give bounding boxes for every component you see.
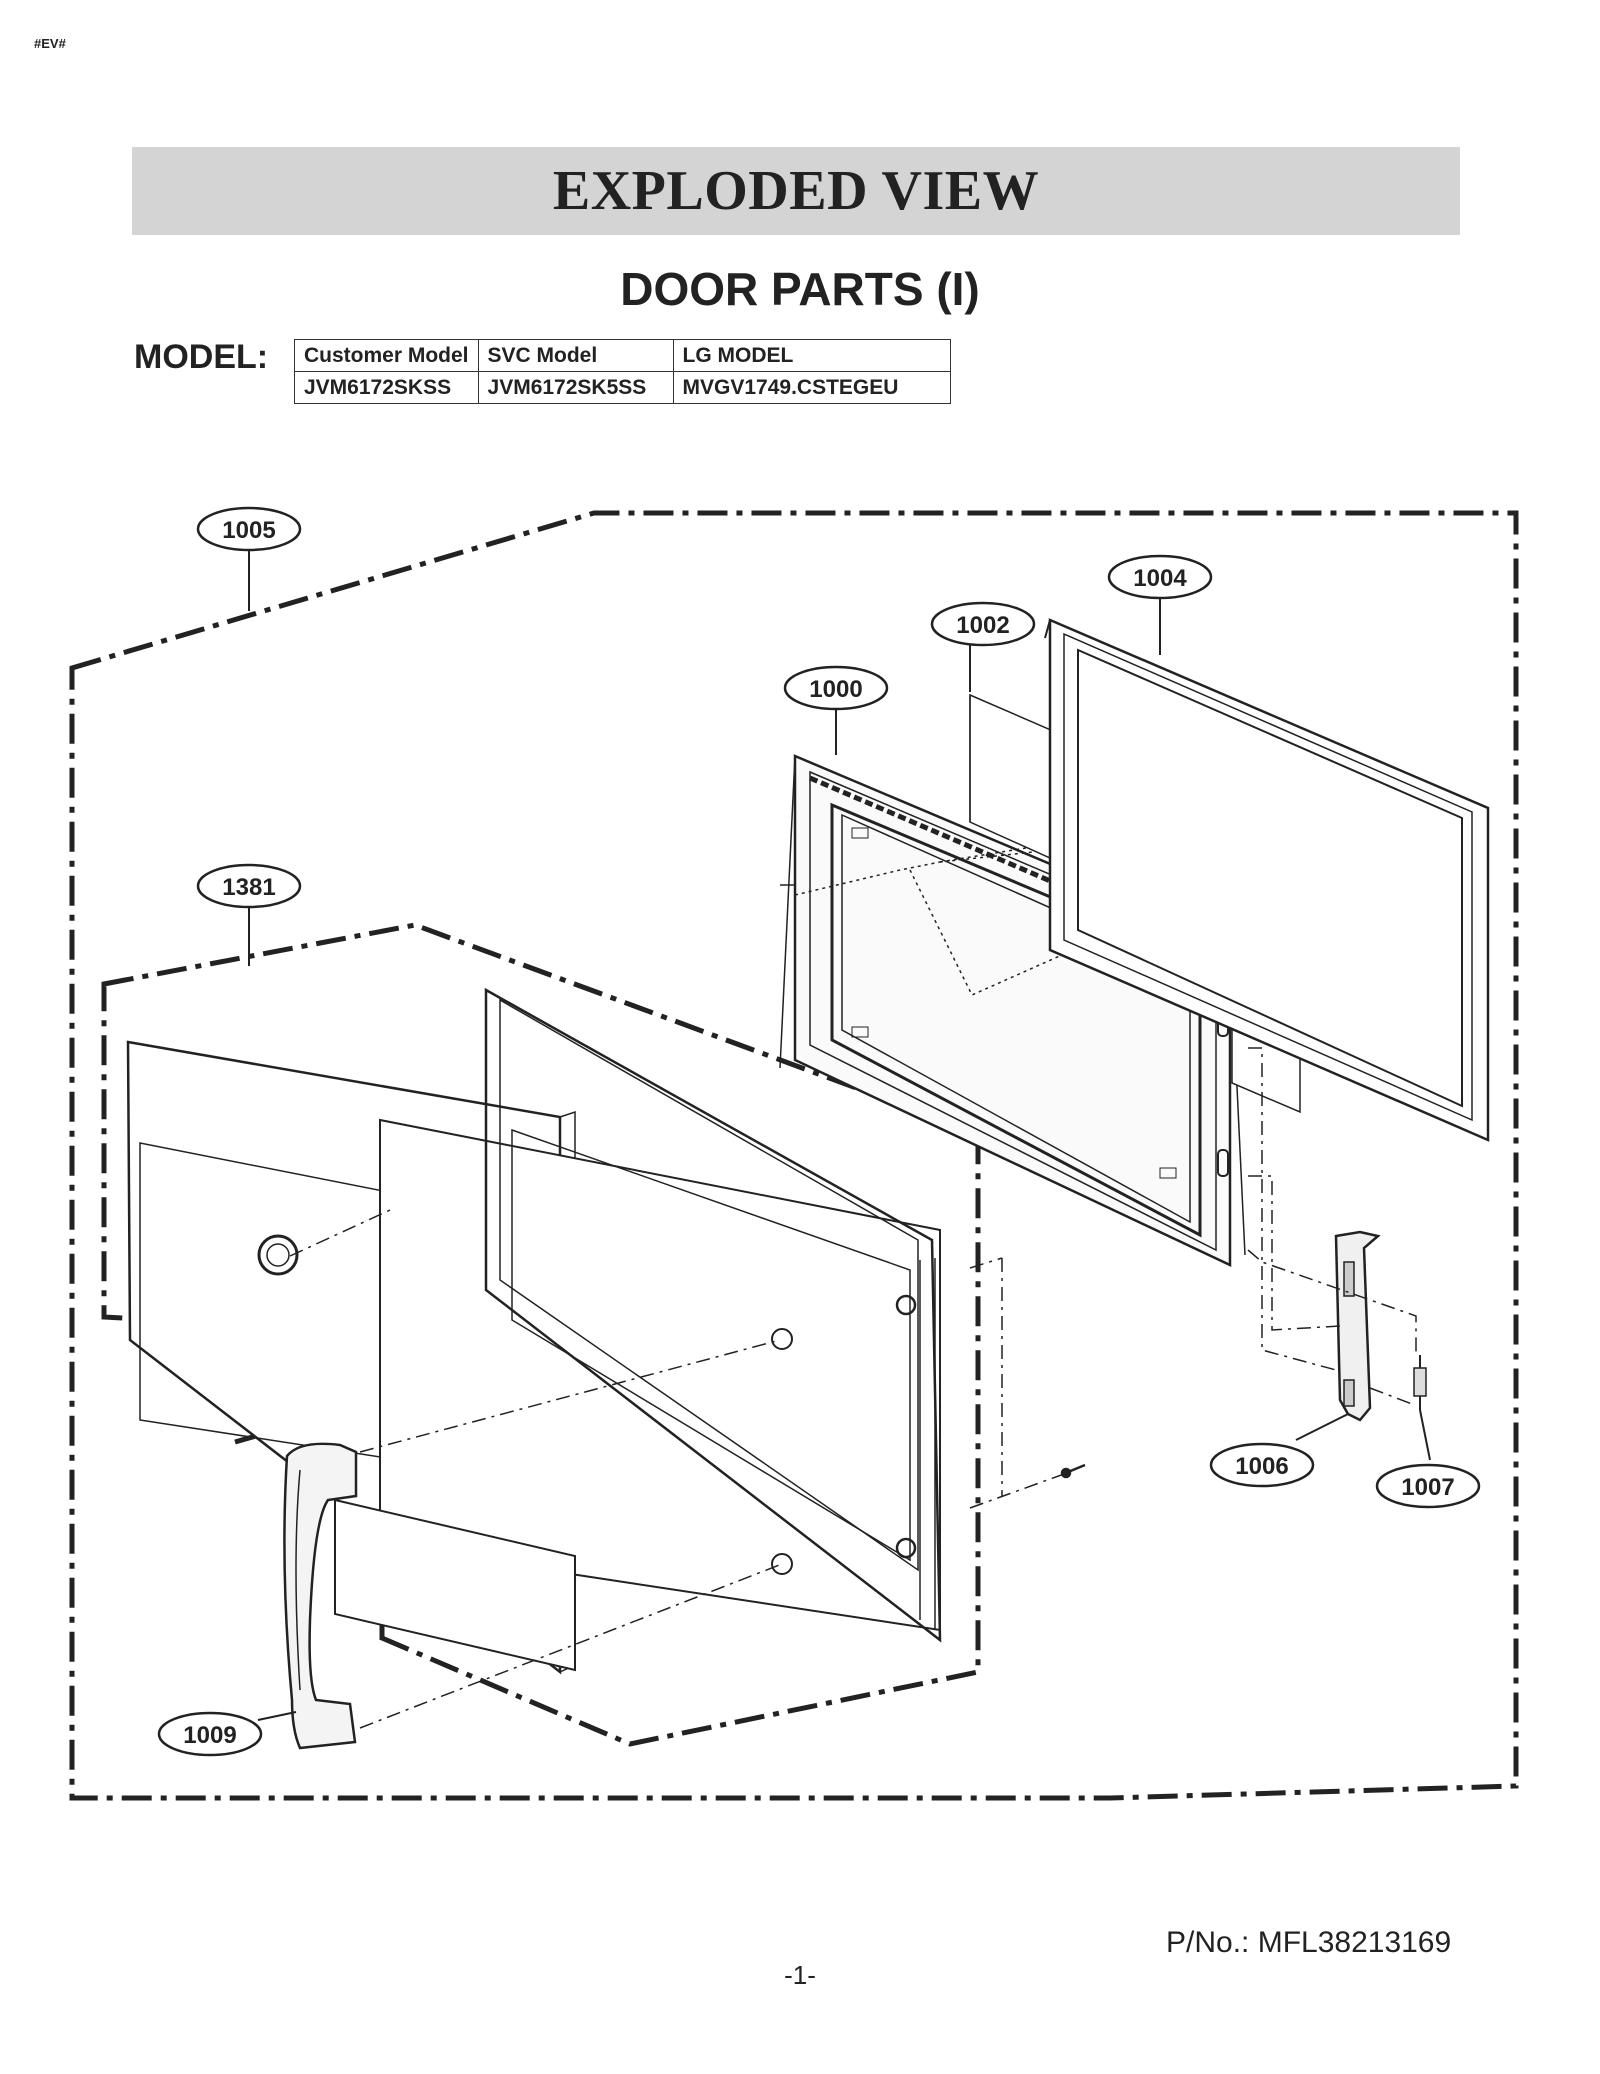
- value-svc-model: JVM6172SK5SS: [477, 371, 674, 404]
- part-1007-spring: [1413, 1355, 1427, 1410]
- model-table-header-row: Customer Model SVC Model LG MODEL: [294, 339, 951, 372]
- callout-1005: 1005: [222, 517, 275, 544]
- callout-1002: 1002: [956, 612, 1009, 639]
- part-1004-choke-frame: [1044, 618, 1490, 1142]
- callout-1004: 1004: [1133, 565, 1187, 592]
- part-1381-door-front: [126, 987, 942, 1675]
- callout-1005-ellipse: [196, 506, 302, 552]
- callout-1007-ellipse: [1375, 1463, 1481, 1509]
- callout-1009: 1009: [183, 1722, 236, 1749]
- callout-1004-ellipse: [1107, 554, 1213, 600]
- callout-1381-ellipse: [196, 863, 302, 909]
- leader-lines: [248, 546, 1431, 1721]
- page-number: -1-: [784, 1960, 816, 1990]
- callout-1002-ellipse: [930, 601, 1036, 647]
- model-label: MODEL:: [134, 338, 269, 376]
- page-title: EXPLODED VIEW: [552, 160, 1040, 222]
- corner-tag: #EV#: [34, 36, 66, 51]
- part-1009-handle: [283, 1442, 358, 1750]
- connector-lines: [289, 884, 1417, 1729]
- value-customer-model: JVM6172SKSS: [294, 371, 479, 404]
- callout-1000-ellipse: [783, 665, 889, 711]
- door-lower-trim: [334, 1498, 576, 1672]
- value-lg-model: MVGV1749.CSTEGEU: [672, 371, 951, 404]
- frame-dotted-guides: [794, 829, 1159, 996]
- model-table-value-row: JVM6172SKSS JVM6172SK5SS MVGV1749.CSTEGE…: [294, 371, 951, 404]
- callout-1381: 1381: [222, 874, 275, 901]
- header-customer-model: Customer Model: [294, 339, 479, 372]
- callout-1006: 1006: [1235, 1453, 1288, 1480]
- callout-1006-ellipse: [1209, 1442, 1315, 1488]
- title-banner: EXPLODED VIEW: [132, 147, 1460, 235]
- callout-1007: 1007: [1401, 1474, 1454, 1501]
- callout-1009-ellipse: [157, 1711, 263, 1757]
- part-number: P/No.: MFL38213169: [1166, 1926, 1452, 1959]
- section-subtitle: DOOR PARTS (I): [620, 263, 980, 315]
- assembly-boundary-1381: [101, 922, 981, 1747]
- callout-1000: 1000: [809, 676, 862, 703]
- assembly-boundary-1005: [69, 510, 1519, 1801]
- screw-door: [1060, 1463, 1086, 1479]
- model-table: Customer Model SVC Model LG MODEL JVM617…: [294, 339, 951, 404]
- part-1006-latch: [1334, 1230, 1381, 1422]
- header-svc-model: SVC Model: [477, 339, 674, 372]
